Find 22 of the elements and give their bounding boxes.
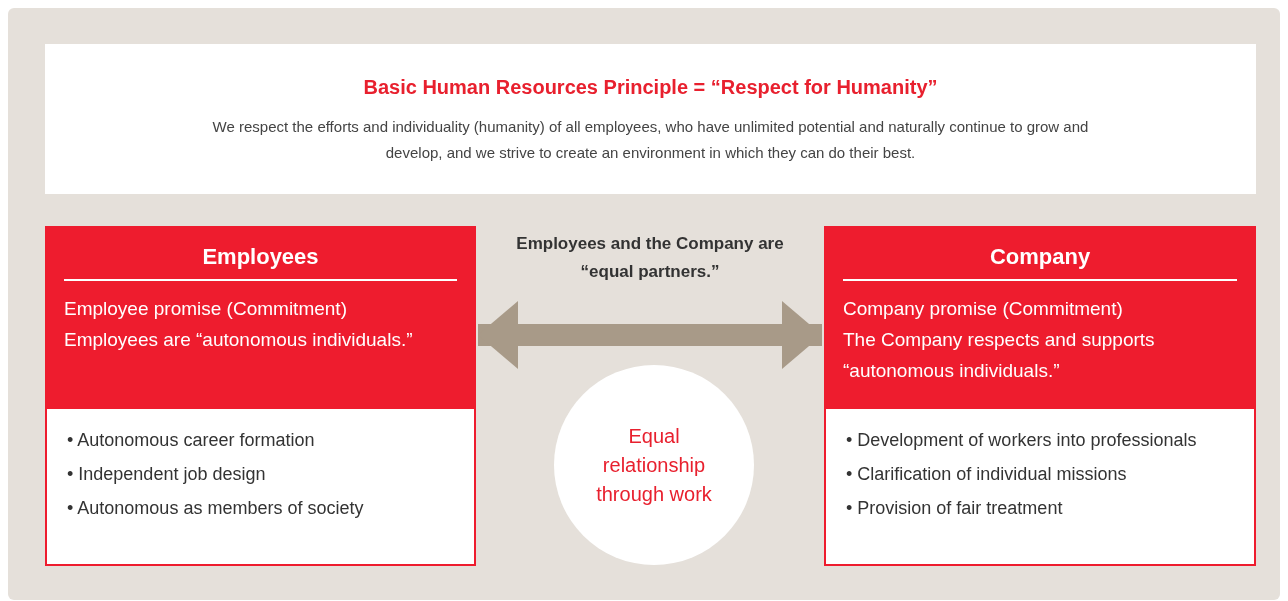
list-box [45, 409, 476, 566]
list-item: • Provision of fair treatment [846, 497, 1064, 520]
list-item: • Autonomous as members of society [67, 497, 365, 520]
header-box [824, 226, 1256, 409]
promise-text: Company promise (Commitment) [843, 297, 1124, 321]
list-item: • Autonomous career formation [67, 429, 316, 452]
header-box [45, 226, 476, 409]
promise-text: Employees are “autonomous individuals.” [64, 328, 414, 352]
header-title: Employees [64, 240, 457, 281]
partner-note: Employees and the Company are “equal partners.” [515, 233, 785, 283]
promise-text: Employee promise (Commitment) [64, 297, 348, 321]
principle-title: Basic Human Resources Principle = “Respect for Humanity” [363, 75, 938, 100]
header-title: Company [843, 240, 1237, 281]
principle-box [45, 44, 1256, 194]
list-item: • Clarification of individual missions [846, 463, 1128, 486]
promise-text: The Company respects and supports “autonomous individuals.” [843, 328, 1156, 383]
principle-text: We respect the efforts and individuality (humanity) of all employees, who have unlimited potential and naturally continue to grow and develop, and we strive to create an environment in which they can do their best. [211, 117, 1090, 163]
list-item: • Independent job design [67, 463, 267, 486]
double-arrow [478, 301, 822, 369]
list-box [824, 409, 1256, 566]
list-item: • Development of workers into professionals [846, 429, 1198, 452]
circle-text: Equal relationship through work [595, 423, 713, 507]
